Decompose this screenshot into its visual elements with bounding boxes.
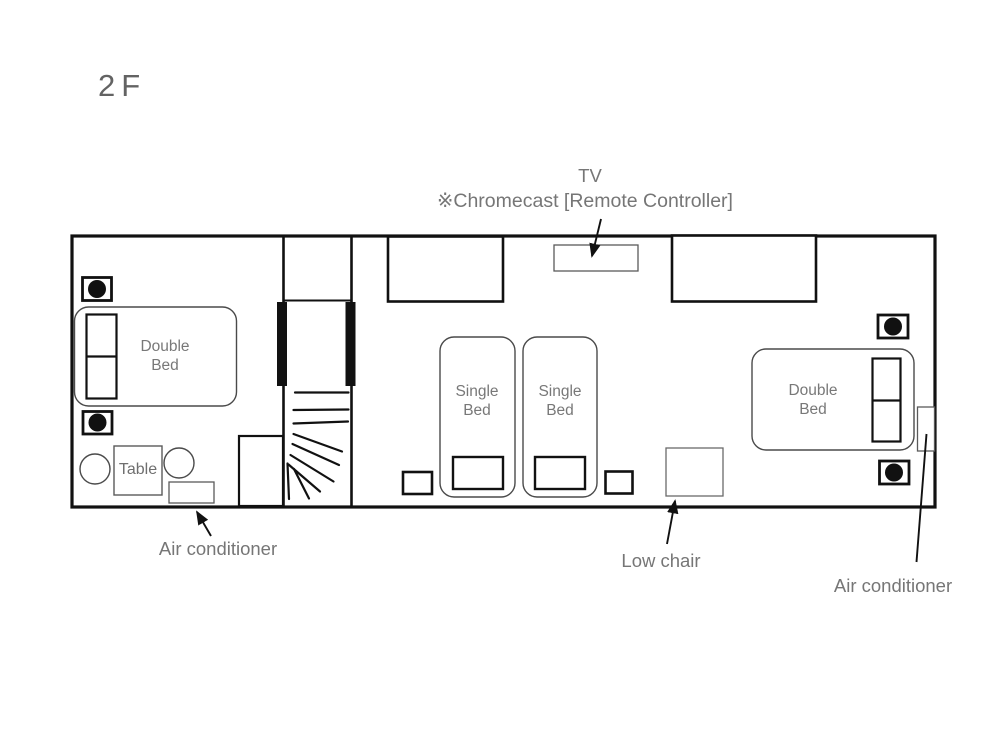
tv-arrow <box>589 218 602 258</box>
stair-tread <box>286 462 291 501</box>
stool-left <box>401 470 434 496</box>
air-conditioner-right-leader <box>915 433 928 563</box>
stair-tread <box>289 453 335 483</box>
chromecast-note: ※Chromecast [Remote Controller] <box>437 190 733 212</box>
stair-opening-jamb-right <box>345 302 356 386</box>
single-bed-2-pillow <box>533 455 587 491</box>
chair-circle <box>79 453 111 485</box>
low-chair-outline <box>665 447 724 497</box>
chair-circle <box>163 447 195 479</box>
closet-under-stairs <box>237 434 285 508</box>
double-bed-right-label: Double Bed <box>788 382 838 418</box>
double-bed-left-label: Double Bed <box>140 338 190 374</box>
table-label: Table <box>118 461 158 478</box>
single-bed-1-label: Single Bed <box>455 383 499 419</box>
staircase <box>286 391 350 501</box>
air-conditioner-left-unit <box>168 481 215 504</box>
table-outline <box>113 445 163 496</box>
air-conditioner-left-arrow <box>196 510 212 537</box>
stair-tread <box>291 442 341 467</box>
stool-right <box>604 470 634 495</box>
air-conditioner-right-label: Air conditioner <box>833 575 953 596</box>
stair-opening-jamb-left <box>277 302 287 386</box>
ceiling-light-dot <box>88 413 107 432</box>
floor-label: 2F <box>98 68 147 103</box>
ceiling-light-dot <box>88 280 106 298</box>
tv-unit <box>553 244 639 272</box>
air-conditioner-left-label: Air conditioner <box>158 538 278 559</box>
stair-tread <box>292 432 344 453</box>
single-bed-1-pillow <box>451 455 505 491</box>
stair-tread <box>292 467 311 500</box>
low-chair-arrow <box>666 499 679 545</box>
stair-tread <box>292 408 350 412</box>
closet-left <box>386 235 505 303</box>
tv-label: TV <box>578 165 602 186</box>
single-bed-2-label: Single Bed <box>538 383 582 419</box>
ceiling-light-dot <box>884 317 902 336</box>
closet-right <box>670 234 818 303</box>
low-chair-label: Low chair <box>621 550 701 571</box>
ceiling-light-dot <box>885 463 903 482</box>
stair-tread <box>292 420 350 425</box>
